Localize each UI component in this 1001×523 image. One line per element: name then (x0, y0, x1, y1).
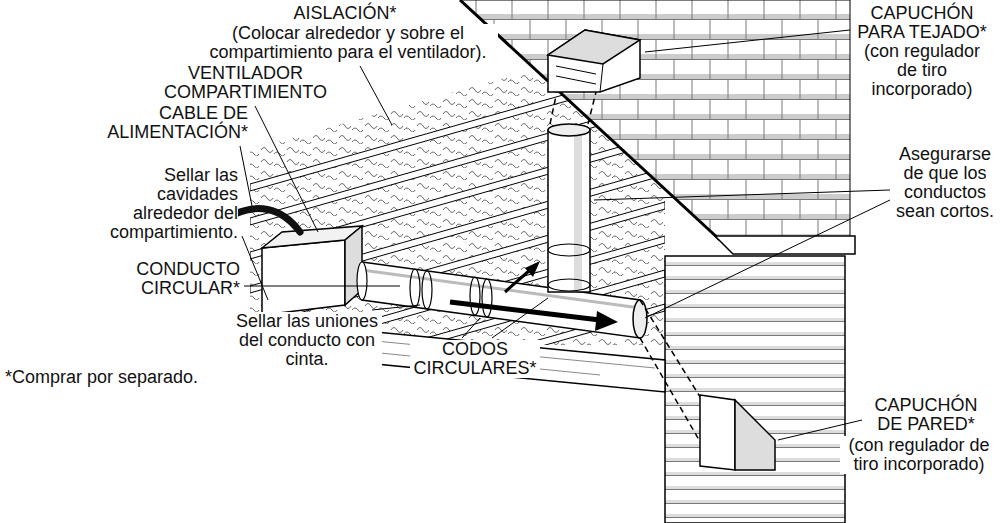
roof-shingles (460, 0, 850, 240)
callout-label: AISLACIÓN* (245, 4, 445, 23)
callout-label: CONDUCTO CIRCULAR* (118, 260, 240, 298)
roof (460, 0, 855, 254)
duct-joint (470, 277, 480, 315)
roof-cap-top (548, 30, 640, 64)
dashed-duct-path (550, 92, 596, 124)
fan-housing (235, 209, 367, 315)
duct-body (362, 262, 640, 338)
callout-label: (con regulador de tiro incorporado) (852, 42, 992, 99)
wall-siding (665, 256, 845, 523)
housing-front (262, 240, 345, 315)
pipe-end (548, 124, 590, 136)
duct-joint (482, 279, 492, 317)
dashed-duct-path (640, 300, 702, 445)
pipe-shade (574, 132, 582, 290)
leader-lines (240, 30, 890, 440)
roof-cap-louvers (556, 64, 603, 92)
callout-label: (con regulador de tiro incorporado) (840, 436, 998, 474)
leader-line (360, 66, 392, 125)
callout-label: CAPUCHÓN PARA TEJADO* (852, 4, 992, 42)
leader-line (242, 236, 268, 300)
joist (250, 134, 665, 259)
callout-label: *Comprar por separado. (5, 368, 245, 387)
callout-label: Sellar las uniones del conducto con cint… (232, 312, 382, 369)
roof-cap (548, 30, 640, 92)
leader-line (255, 106, 318, 232)
vertical-duct (548, 92, 596, 292)
callout-label: CAPUCHÓN DE PARED* (866, 396, 986, 434)
elbow-joint (548, 244, 590, 256)
leader-line (645, 30, 850, 52)
airflow-arrows (450, 261, 618, 331)
power-cable (235, 209, 300, 232)
leader-line (240, 146, 252, 206)
duct-shade (362, 270, 640, 308)
callout-label: CODOS CIRCULARES* (410, 340, 540, 378)
leader-line (645, 200, 890, 318)
callout-label: CABLE DE ALIMENTACIÓN* (70, 104, 248, 142)
airflow-arrow (505, 270, 530, 292)
leader-line (492, 298, 548, 338)
vertical-pipe (548, 130, 590, 292)
duct-joint (422, 271, 432, 309)
duct-joint (410, 269, 420, 307)
leader-line (372, 305, 420, 310)
round-duct (362, 262, 647, 338)
roof-fascia (715, 236, 855, 254)
joist-board (355, 330, 665, 392)
wall-cap (640, 300, 775, 470)
arrowhead (595, 311, 618, 331)
callout-label: Asegurarse de que los conductos sean cor… (893, 145, 997, 221)
callout-label: VENTILADOR COMPARTIMIENTO (158, 64, 333, 102)
housing-collar (357, 262, 367, 300)
callout-label: Sellar las cavidades alrededor del compa… (100, 166, 238, 242)
elbow-joint (548, 279, 590, 291)
wall-cap-plate (700, 395, 735, 470)
roof-cap-body (548, 30, 640, 92)
leader-line (244, 286, 400, 287)
leader-line (594, 190, 890, 200)
leader-line (462, 318, 480, 338)
airflow-arrow (450, 302, 600, 320)
callout-label: (Colocar alrededor y sobre el compartimi… (198, 24, 498, 62)
duct-end (633, 300, 647, 338)
arrowhead (525, 261, 540, 277)
wall-cap-hood (735, 400, 775, 470)
